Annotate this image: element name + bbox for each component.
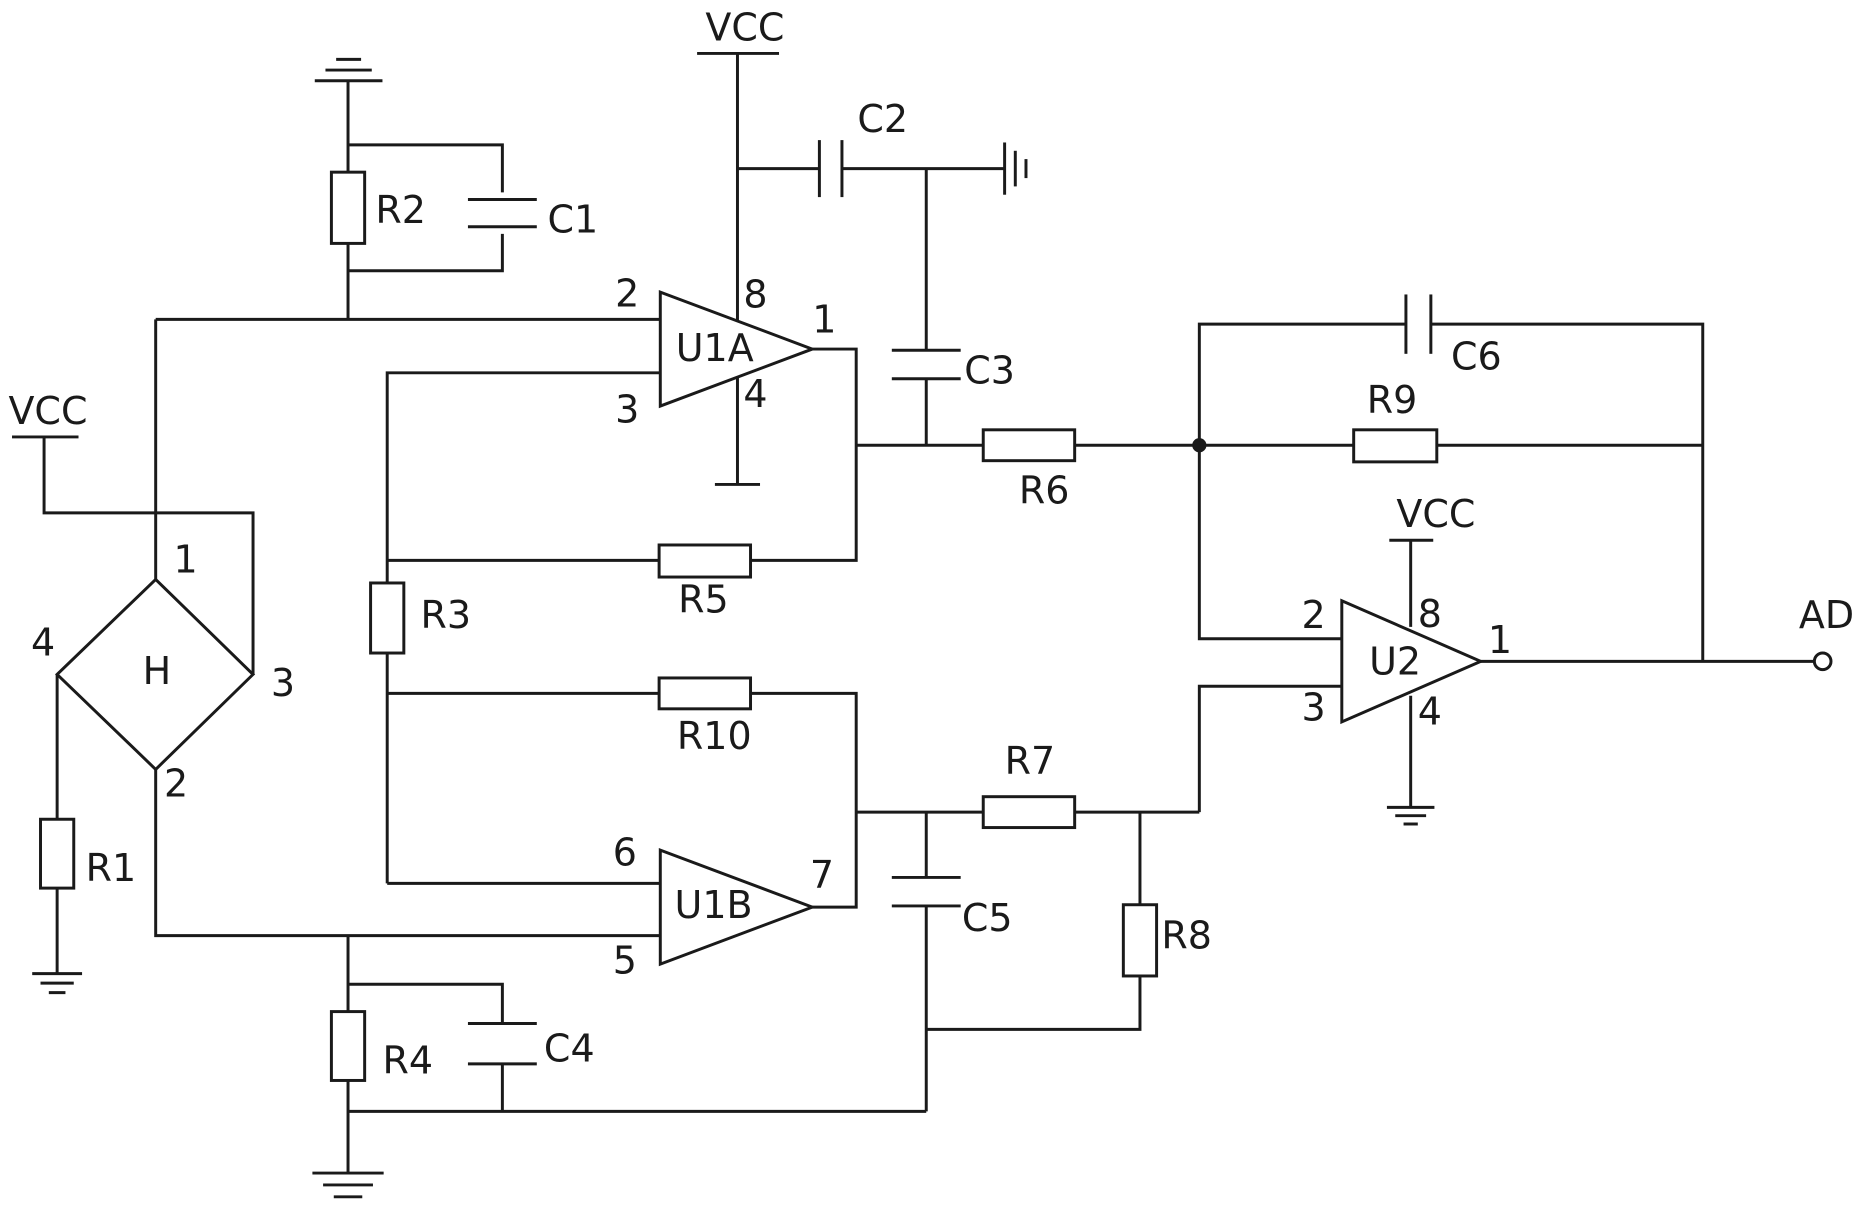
svg-text:3: 3	[615, 388, 639, 432]
junction-dot	[1192, 438, 1207, 453]
vcc-rail-left: VCC	[8, 389, 87, 439]
vcc-label-left: VCC	[8, 389, 87, 433]
resistor-r5: R5	[657, 543, 753, 622]
ground-icon-c2	[1003, 142, 1028, 195]
svg-text:1: 1	[1488, 618, 1512, 662]
resistor-r2: R2	[329, 170, 426, 245]
ground-icon-u2	[1386, 805, 1435, 826]
svg-text:C4: C4	[544, 1026, 595, 1070]
svg-text:R3: R3	[420, 593, 471, 637]
svg-text:6: 6	[613, 831, 637, 875]
opamp-u1b: U1B 6 5 7	[613, 831, 834, 983]
resistor-r10: R10	[657, 676, 753, 758]
svg-text:R9: R9	[1367, 378, 1418, 422]
svg-text:AD: AD	[1799, 593, 1854, 637]
resistor-r8: R8	[1121, 903, 1212, 978]
wires	[42, 53, 1814, 1174]
svg-text:R5: R5	[678, 578, 729, 622]
bridge-pin-4: 4	[31, 620, 55, 664]
opamp-u1a: U1A 2 3 1 8 4	[615, 271, 836, 431]
resistor-r6: R6	[981, 428, 1077, 512]
capacitor-c3: C3	[891, 349, 1015, 393]
svg-text:8: 8	[1418, 592, 1442, 636]
svg-text:3: 3	[1301, 686, 1325, 730]
bridge-pin-3: 3	[271, 661, 295, 705]
resistor-r7: R7	[981, 739, 1077, 830]
capacitor-c5: C5	[891, 875, 1013, 940]
svg-text:R4: R4	[382, 1038, 433, 1082]
svg-text:R6: R6	[1019, 468, 1070, 512]
svg-text:U2: U2	[1369, 639, 1421, 683]
svg-text:U1B: U1B	[675, 883, 753, 927]
opamp-u2: U2 2 3 1 8 4	[1301, 592, 1512, 733]
vcc-label-u2: VCC	[1396, 492, 1475, 536]
svg-text:C6: C6	[1451, 334, 1502, 378]
output-terminal-ad: AD	[1799, 593, 1854, 672]
svg-text:4: 4	[743, 372, 767, 416]
svg-text:U1A: U1A	[676, 326, 754, 370]
vcc-rail-u2: VCC	[1389, 492, 1475, 542]
ground-icon-r1	[32, 972, 83, 995]
svg-text:C3: C3	[964, 349, 1015, 393]
ground-icon-r4	[312, 1171, 384, 1199]
svg-text:7: 7	[810, 853, 834, 897]
svg-text:H: H	[143, 649, 172, 693]
capacitor-c6: C6	[1404, 294, 1502, 378]
resistor-r3: R3	[369, 581, 471, 655]
vcc-rail-top: VCC	[697, 5, 784, 55]
resistor-r1: R1	[39, 817, 137, 890]
capacitor-c4: C4	[467, 1021, 595, 1070]
svg-text:C2: C2	[857, 97, 908, 141]
svg-text:R8: R8	[1161, 914, 1212, 958]
svg-text:C5: C5	[962, 896, 1013, 940]
capacitor-c1: C1	[467, 198, 598, 242]
svg-text:R10: R10	[677, 714, 752, 758]
resistor-r9: R9	[1352, 378, 1439, 464]
svg-text:2: 2	[615, 271, 639, 315]
ground-icon-top	[314, 57, 383, 83]
bridge-pin-1: 1	[173, 537, 197, 581]
svg-text:C1: C1	[547, 198, 598, 242]
vcc-label-top: VCC	[705, 5, 784, 49]
svg-text:1: 1	[812, 297, 836, 341]
svg-text:R2: R2	[375, 188, 426, 232]
bridge-pin-2: 2	[164, 762, 188, 806]
svg-text:R1: R1	[86, 846, 137, 890]
svg-text:4: 4	[1418, 689, 1442, 733]
svg-text:8: 8	[743, 273, 767, 317]
sensor-bridge-h: H 1 2 3 4	[31, 537, 295, 805]
svg-text:2: 2	[1301, 593, 1325, 637]
svg-text:5: 5	[613, 939, 637, 983]
capacitor-c2: C2	[817, 97, 908, 198]
svg-text:R7: R7	[1005, 739, 1056, 783]
resistor-r4: R4	[329, 1010, 433, 1082]
